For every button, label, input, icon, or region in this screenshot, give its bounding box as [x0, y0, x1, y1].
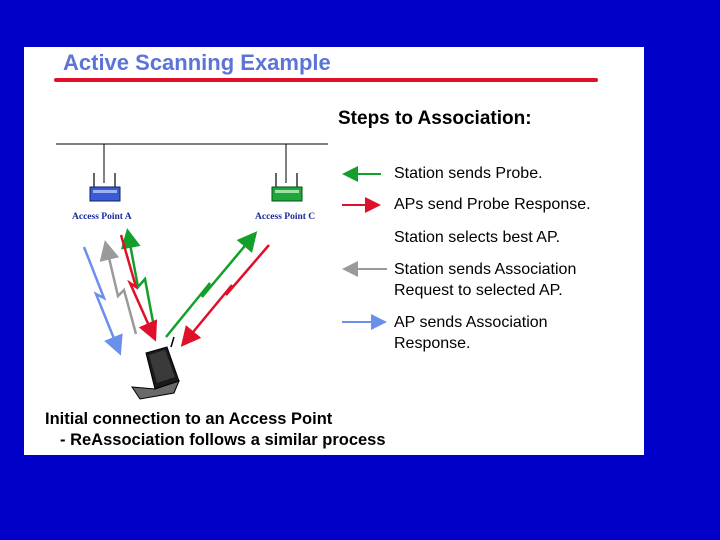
- step-association-response-line-1: AP sends Association: [394, 314, 548, 331]
- slide-panel: Active Scanning Example Access Point A: [24, 47, 644, 455]
- step-aps-send-probe-response: APs send Probe Response.: [394, 196, 591, 213]
- caption-line-1: Initial connection to an Access Point: [45, 410, 333, 428]
- probe-response-arrow-a: [119, 234, 158, 342]
- steps-heading: Steps to Association:: [338, 108, 532, 129]
- step-association-response: AP sends Association Response.: [394, 312, 548, 354]
- laptop-icon: [131, 336, 180, 400]
- probe-request-arrow-a: [120, 228, 155, 323]
- access-point-icon: [271, 173, 303, 202]
- access-point-a-label: Access Point A: [72, 212, 132, 222]
- association-request-arrow: [99, 240, 138, 335]
- access-point-c-label: Access Point C: [255, 212, 315, 222]
- step-association-request-line-1: Station sends Association: [394, 261, 577, 278]
- probe-response-arrow-c: [180, 244, 270, 347]
- step-association-request-line-2: Request to selected AP.: [394, 282, 563, 299]
- step-association-request: Station sends Association Request to sel…: [394, 259, 576, 301]
- caption-line-2: - ReAssociation follows a similar proces…: [60, 431, 386, 449]
- step-association-response-line-2: Response.: [394, 335, 471, 352]
- association-response-arrow: [82, 246, 123, 356]
- title-underline: [54, 78, 598, 82]
- access-point-icon: [89, 173, 121, 202]
- step-station-sends-probe: Station sends Probe.: [394, 165, 543, 182]
- network-diagram: Access Point A Access Point C: [56, 143, 387, 400]
- slide-title: Active Scanning Example: [63, 50, 331, 75]
- probe-request-arrow-c: [165, 231, 258, 338]
- step-station-selects-best-ap: Station selects best AP.: [394, 229, 561, 246]
